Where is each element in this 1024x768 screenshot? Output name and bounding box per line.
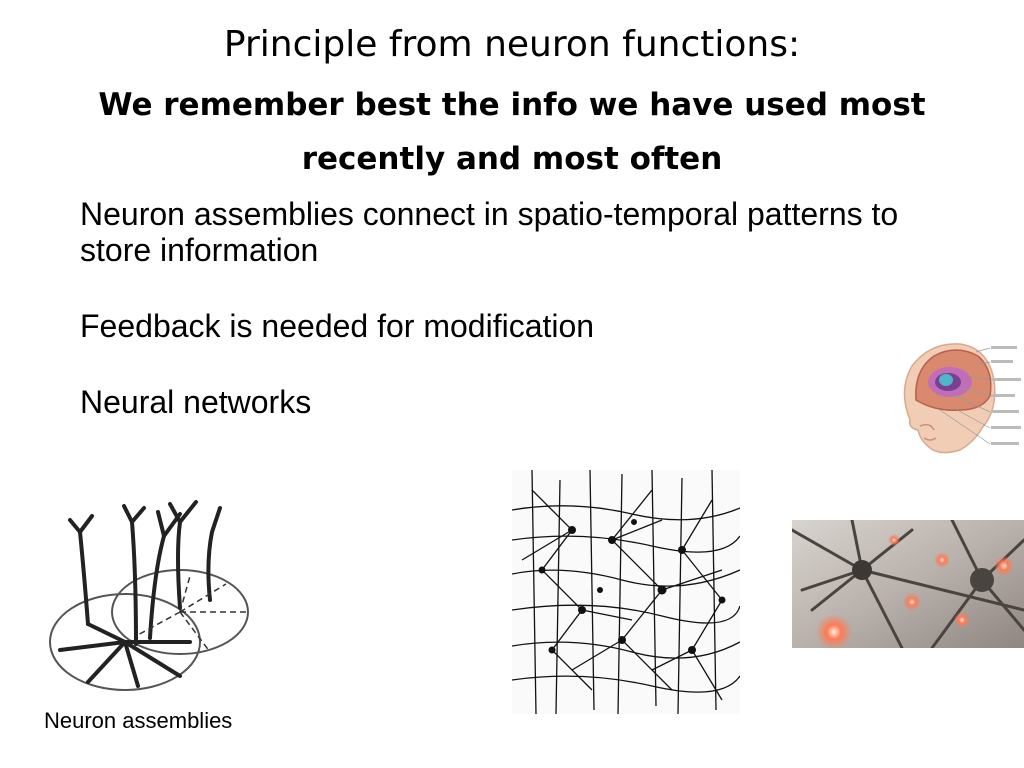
glowing-neurons-image bbox=[792, 520, 1024, 648]
brain-anatomy-image bbox=[903, 343, 1021, 454]
neuron-assembly-diagram bbox=[49, 500, 249, 691]
figure-caption: Neuron assemblies bbox=[44, 708, 233, 733]
bullet-item: Feedback is needed for modification bbox=[80, 308, 595, 344]
slide-subtitle: We remember best the info we have used m… bbox=[98, 87, 926, 177]
bullet-item: Neuron assemblies connect in spatio-temp… bbox=[80, 196, 899, 268]
neural-network-drawing bbox=[512, 470, 740, 714]
slide-title: Principle from neuron functions: bbox=[223, 24, 801, 65]
bullet-item: Neural networks bbox=[80, 384, 312, 420]
bullet-list: Neuron assemblies connect in spatio-temp… bbox=[80, 196, 900, 460]
